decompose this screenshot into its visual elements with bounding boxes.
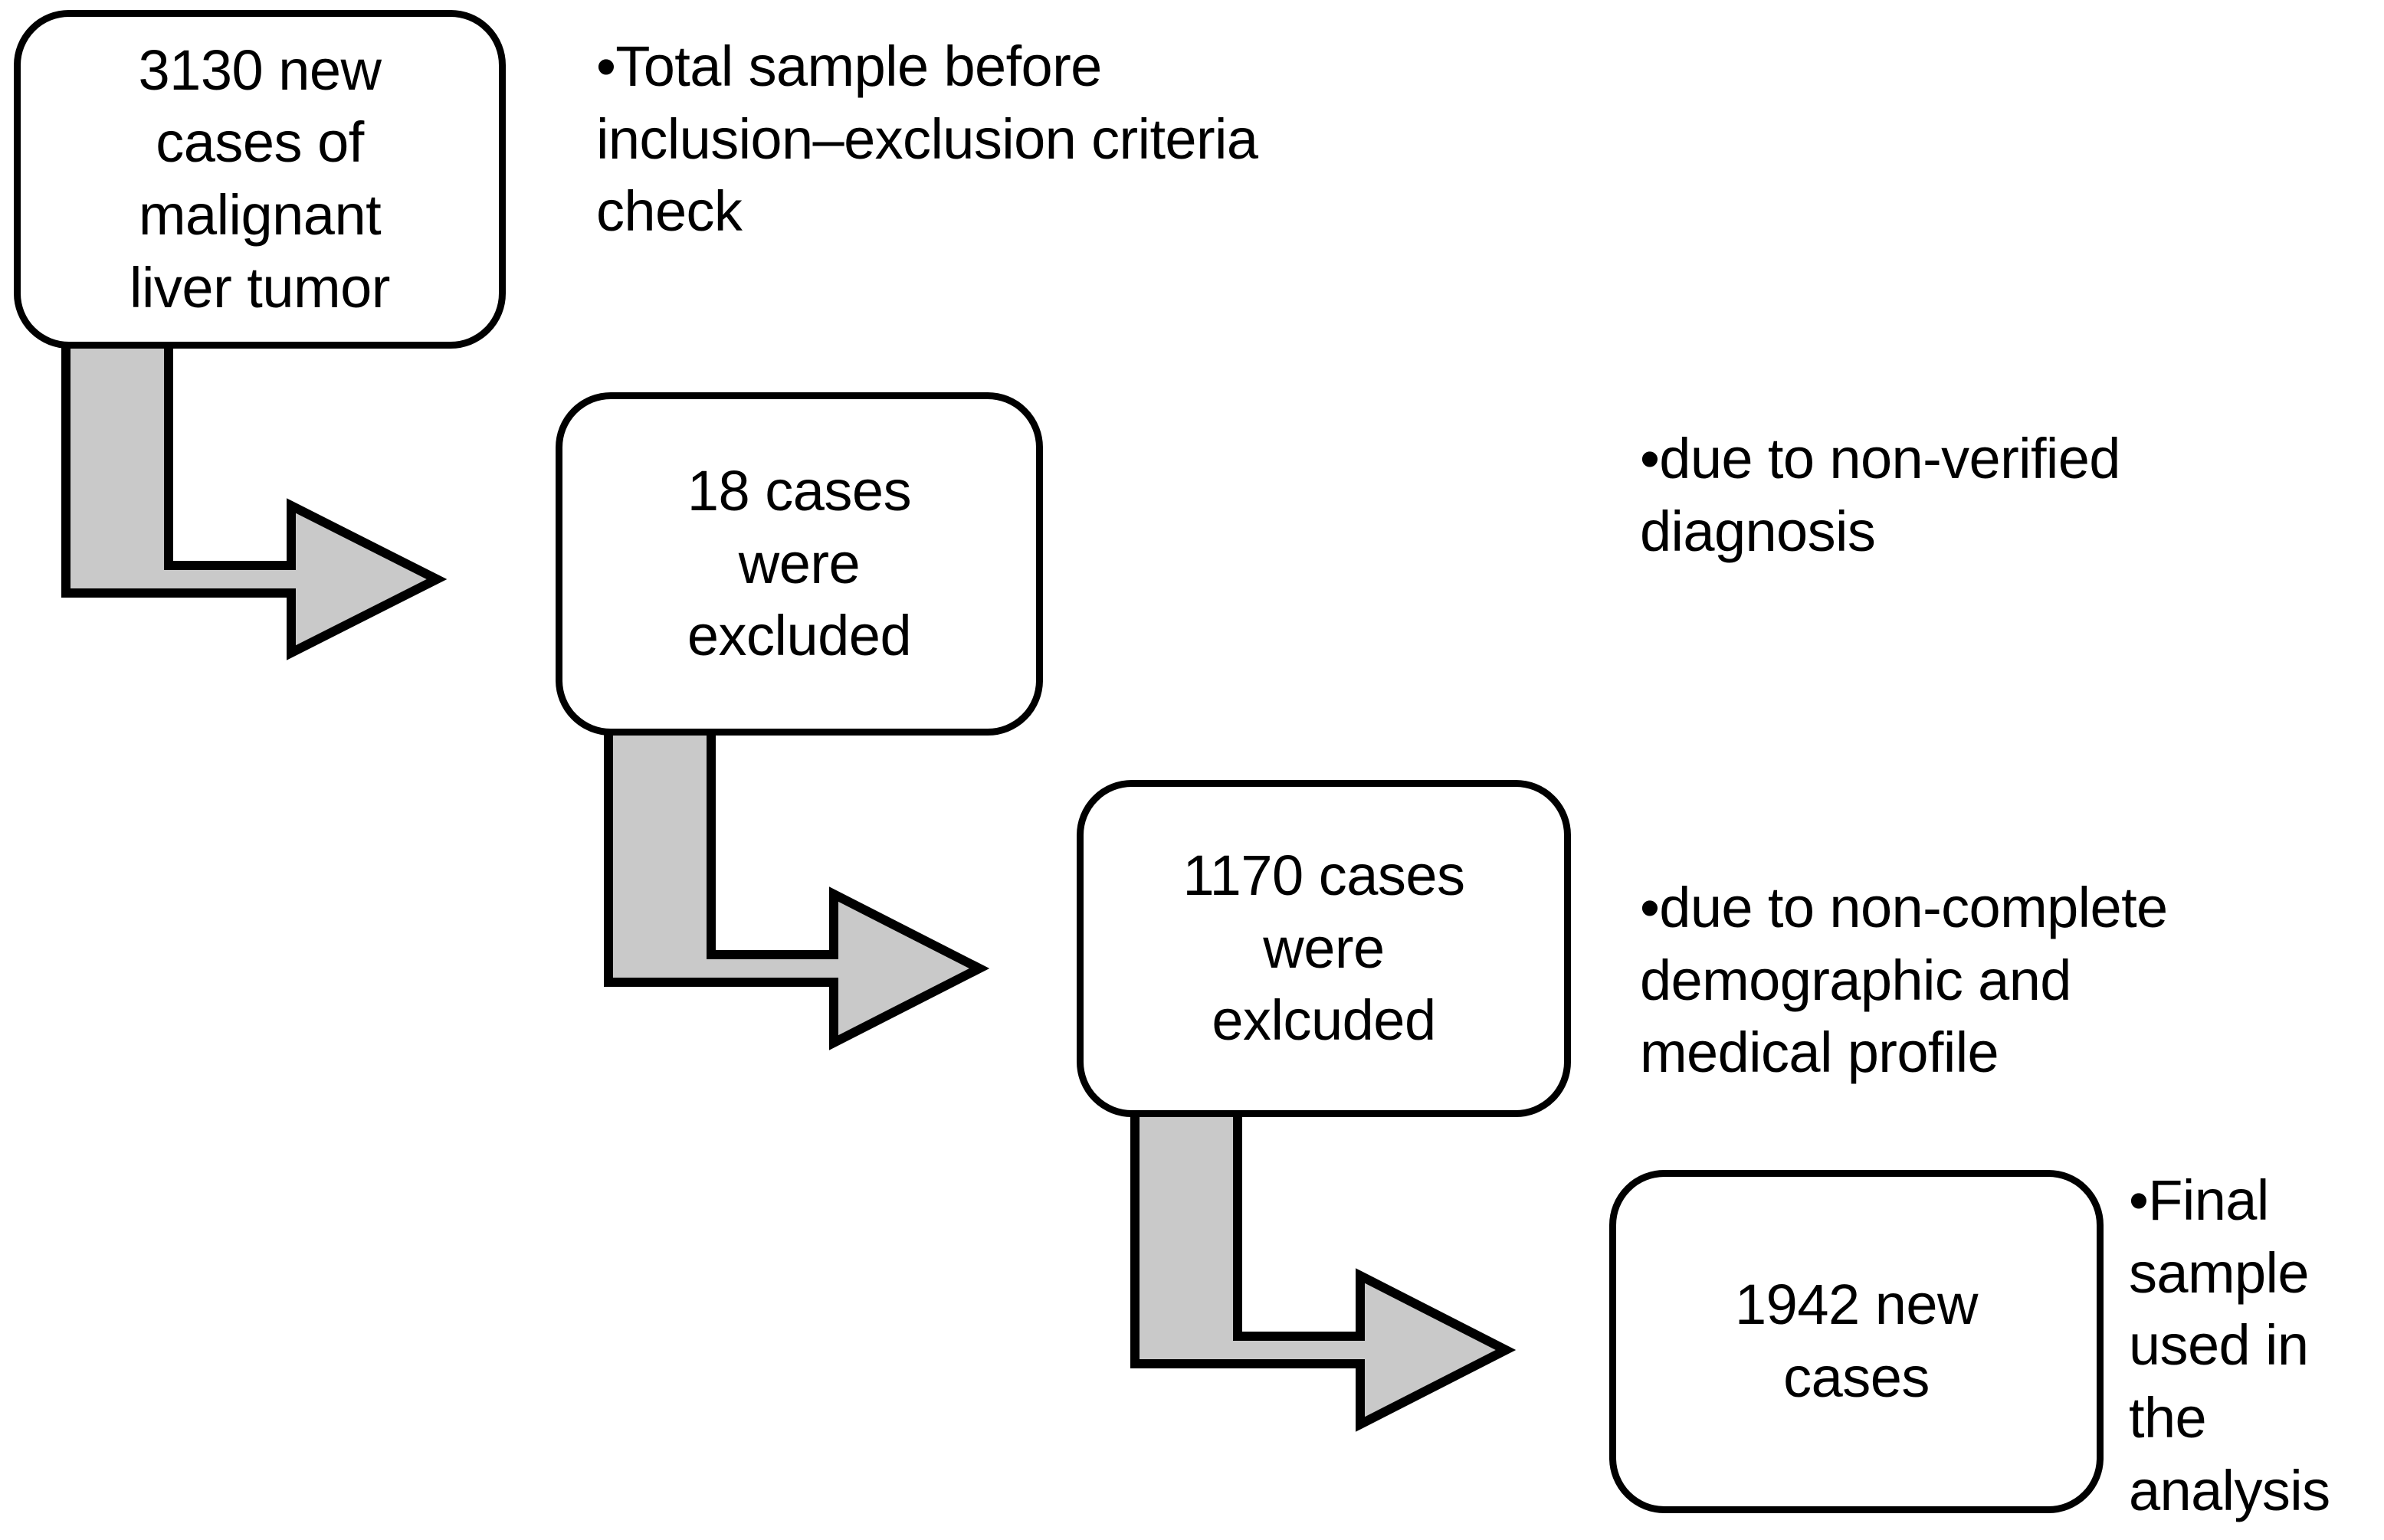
node-label: 3130 new cases of malignant liver tumor xyxy=(130,38,390,319)
node-label: 18 cases were excluded xyxy=(687,458,912,668)
node-label: 1942 new cases xyxy=(1735,1273,1978,1409)
flowchart-node-total-cases[interactable]: 3130 new cases of malignant liver tumor xyxy=(14,10,506,349)
elbow-arrow-connector-3 xyxy=(1130,1106,1517,1432)
annotation-total-sample: •Total sample before inclusion–exclusion… xyxy=(596,34,1258,244)
flowchart-node-excluded-18[interactable]: 18 cases were excluded xyxy=(556,392,1043,736)
flowchart-node-excluded-1170[interactable]: 1170 cases were exlcuded xyxy=(1077,780,1571,1117)
node-label: 1170 cases were exlcuded xyxy=(1182,843,1466,1053)
elbow-arrow-connector-1 xyxy=(61,339,448,660)
elbow-arrow-shape xyxy=(61,339,448,660)
annotation-final-sample-analysis: •Final sample used in the analysis xyxy=(2129,1168,2330,1522)
annotation-non-verified-diagnosis: •due to non-verified diagnosis xyxy=(1640,427,2120,563)
elbow-arrow-shape xyxy=(604,725,990,1050)
annotation-non-complete-profile: •due to non-complete demographic and med… xyxy=(1640,876,2168,1085)
elbow-arrow-shape xyxy=(1130,1106,1517,1432)
flowchart-node-final-sample[interactable]: 1942 new cases xyxy=(1609,1170,2104,1513)
elbow-arrow-connector-2 xyxy=(604,725,990,1050)
